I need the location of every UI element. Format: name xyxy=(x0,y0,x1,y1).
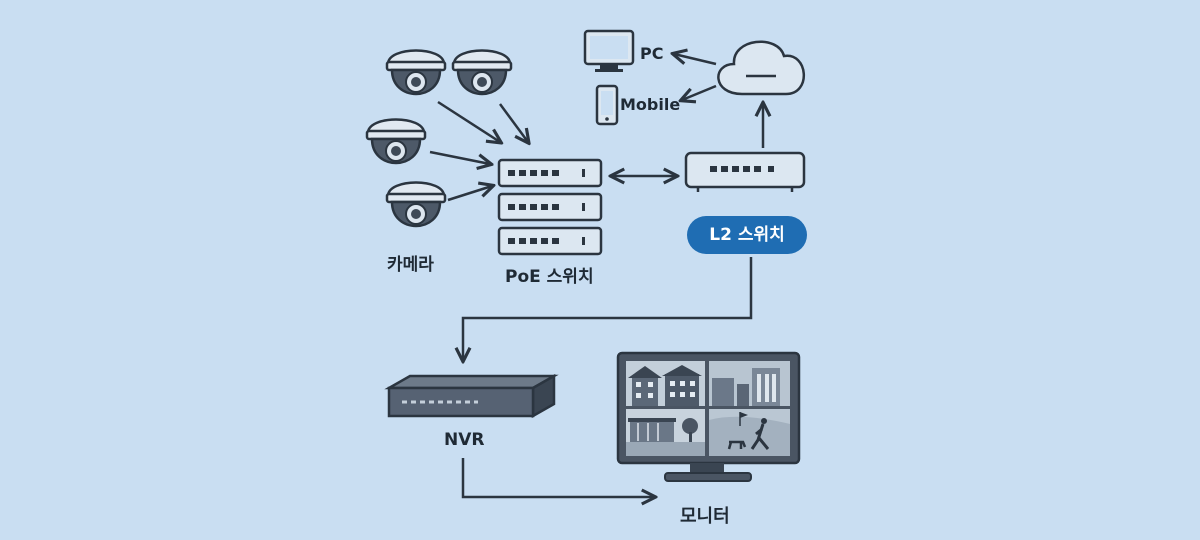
nvr-label: NVR xyxy=(444,430,485,450)
monitor-icon xyxy=(616,351,801,482)
arrow xyxy=(447,186,492,202)
arrow xyxy=(437,100,500,142)
l2-switch-label: L2 스위치 xyxy=(687,216,807,254)
camera-icon xyxy=(385,181,447,228)
building-icon xyxy=(628,365,702,406)
mobile-label: Mobile xyxy=(620,95,681,114)
camera-icon xyxy=(385,49,447,96)
storefront-icon xyxy=(626,418,705,456)
arrow xyxy=(429,150,490,164)
building-icon xyxy=(712,368,780,406)
arrow xyxy=(674,54,717,66)
mobile-icon xyxy=(595,84,619,126)
pc-label: PC xyxy=(640,44,664,63)
arrow xyxy=(461,458,654,497)
pc-icon xyxy=(583,29,635,72)
arrow xyxy=(498,103,528,142)
person-walking-dog-icon xyxy=(709,412,790,456)
nvr-icon xyxy=(384,373,559,419)
cameras-label: 카메라 xyxy=(387,255,434,275)
camera-icon xyxy=(451,49,513,96)
poe-switch-label: PoE 스위치 xyxy=(505,267,594,287)
arrow xyxy=(463,257,753,360)
l2-switch-icon xyxy=(684,151,806,192)
monitor-label: 모니터 xyxy=(680,506,730,527)
cloud-icon xyxy=(717,40,805,96)
poe-switch-icon xyxy=(497,158,603,256)
arrow xyxy=(682,84,717,100)
camera-icon xyxy=(365,118,427,165)
